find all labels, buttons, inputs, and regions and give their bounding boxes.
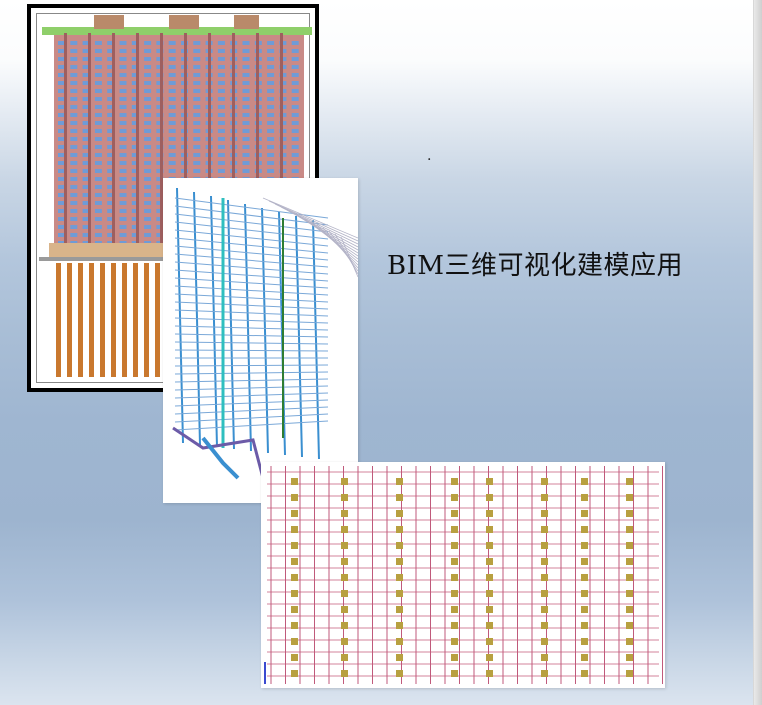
text-dot: .	[427, 148, 432, 164]
pipe-system-image	[163, 178, 358, 503]
pipe-system-drawing	[172, 187, 358, 480]
slide-title: BIM三维可视化建模应用	[387, 251, 683, 281]
scrollbar-strip[interactable]	[753, 0, 762, 705]
mep-grid-drawing	[264, 466, 663, 684]
mep-grid-image	[261, 462, 665, 688]
